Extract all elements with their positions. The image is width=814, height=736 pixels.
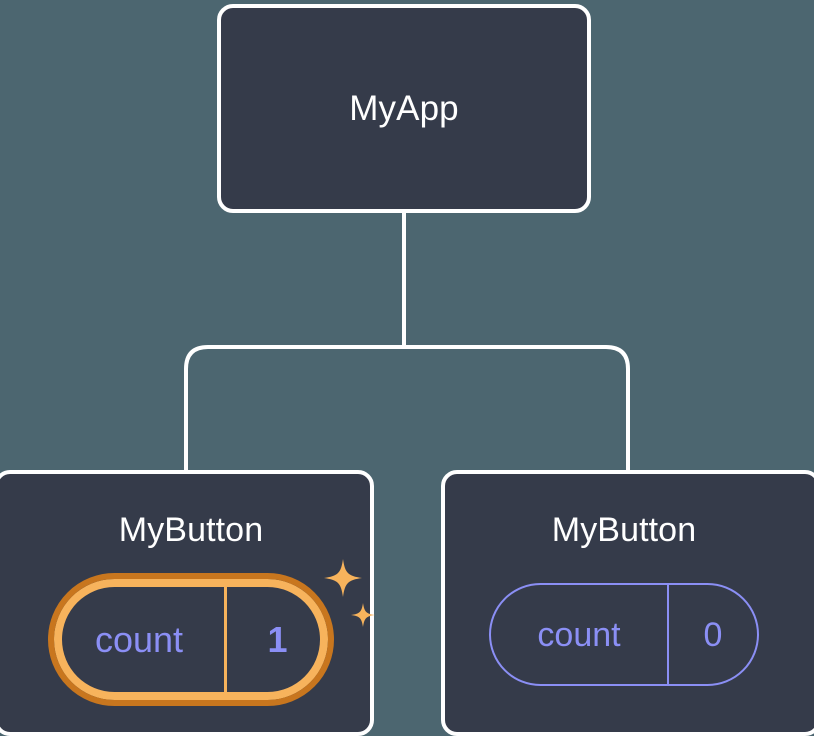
state-pill-value: 0: [703, 615, 723, 654]
state-pill-wrapper-left: count 1: [48, 559, 375, 706]
connector-branch: [184, 345, 630, 472]
sparkle-small-icon: [351, 603, 375, 627]
node-mybutton-right[interactable]: MyButton count 0: [441, 470, 814, 736]
node-myapp-label: MyApp: [349, 89, 459, 128]
state-pill-value: 1: [267, 618, 288, 660]
state-pill-count-highlighted[interactable]: count 1: [48, 573, 334, 706]
sparkle-large-icon: [324, 559, 362, 597]
node-mybutton-left[interactable]: MyButton count 1: [0, 470, 375, 736]
state-pill-key: count: [94, 618, 184, 660]
state-pill-divider: [667, 585, 669, 684]
node-mybutton-right-label: MyButton: [551, 511, 697, 549]
state-pill-wrapper-right: count 0: [489, 583, 759, 686]
state-pill-key: count: [537, 615, 621, 654]
state-pill-count-plain[interactable]: count 0: [489, 583, 759, 686]
node-mybutton-left-label: MyButton: [118, 511, 264, 549]
state-pill-divider: [224, 587, 227, 692]
node-myapp[interactable]: MyApp: [217, 4, 591, 213]
